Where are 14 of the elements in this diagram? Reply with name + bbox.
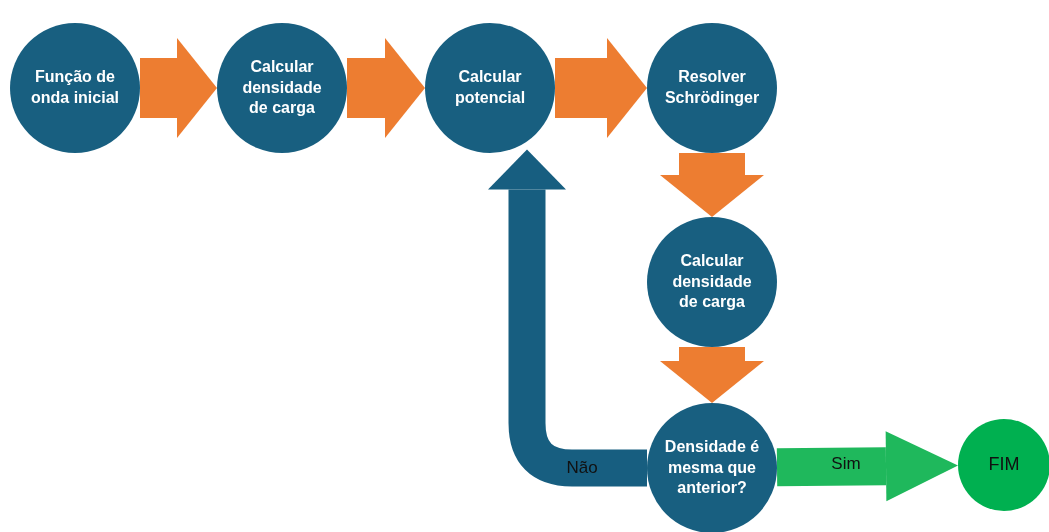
block-arrow [776, 431, 958, 502]
node-text: Função de onda inicial [30, 67, 120, 108]
node-text: Calcular potencial [453, 67, 527, 108]
node-text: Densidade é mesma que anterior? [663, 436, 761, 499]
node-text: Calcular densidade de carga [671, 250, 753, 313]
node-text: FIM [988, 453, 1020, 477]
block-arrow [660, 153, 764, 217]
block-arrow [347, 38, 425, 138]
block-arrow [555, 38, 647, 138]
node-text: Calcular densidade de carga [241, 56, 323, 119]
node-text: Resolver Schrödinger [663, 67, 761, 108]
edge-label: Sim [831, 454, 861, 474]
block-arrow [140, 38, 217, 138]
edge-label: Não [566, 458, 598, 478]
